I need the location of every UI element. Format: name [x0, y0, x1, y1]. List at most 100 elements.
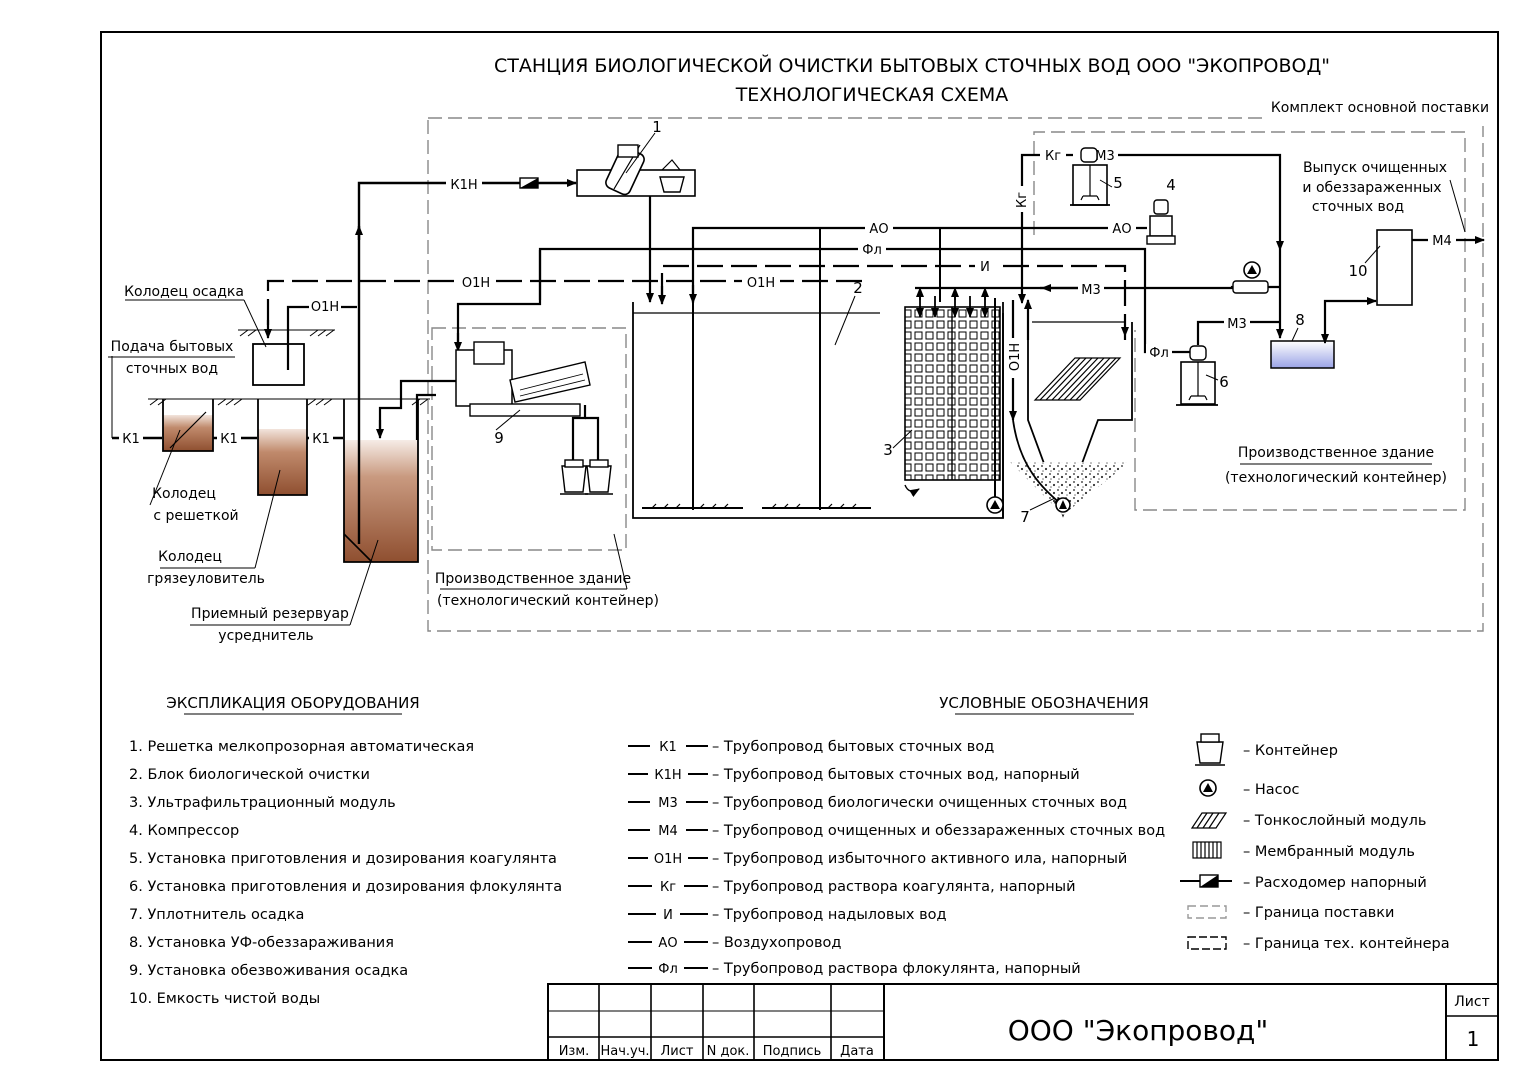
coagulant-leader: [1099, 179, 1113, 188]
legend-pipes: К1 – Трубопровод бытовых сточных вод К1Н…: [628, 737, 1165, 977]
kolodec-reshetka-label-1: Колодец: [152, 486, 216, 502]
kolodec-gryaz-label-1: Колодец: [158, 549, 222, 565]
tank-leader: [1364, 245, 1381, 264]
explication-item: 9. Установка обезвоживания осадка: [129, 963, 408, 979]
o1n-code-1: О1Н: [311, 300, 339, 315]
legend-pipe-text: – Трубопровод надыловых вод: [712, 907, 947, 923]
legend-pipe-row: М4 – Трубопровод очищенных и обеззаражен…: [628, 821, 1165, 839]
m3-pump: [1243, 261, 1261, 279]
priemny-label-1: Приемный резервуар: [191, 606, 349, 622]
o1n-code-2: О1Н: [462, 276, 490, 291]
num-3: 3: [883, 441, 893, 459]
kolodec-gryaz-label-2: грязеуловитель: [147, 571, 265, 587]
receiving-tank: [343, 399, 419, 563]
num-7: 7: [1020, 508, 1030, 526]
grit-trap: [257, 399, 308, 496]
dewatering-leader: [495, 409, 521, 431]
explication-item: 7. Уплотнитель осадка: [129, 907, 304, 923]
legend-pipe-row: Фл – Трубопровод раствора флокулянта, на…: [628, 959, 1081, 977]
explication-item: 4. Компрессор: [129, 823, 239, 839]
i-pipe: [660, 264, 1127, 340]
kolodec-reshetka-leader: [149, 429, 181, 506]
legend-heading: УСЛОВНЫЕ ОБОЗНАЧЕНИЯ: [939, 694, 1149, 712]
legend-pipe-code: АО: [658, 936, 677, 951]
left-container-boundary: [431, 327, 627, 551]
legend-pipe-code: Кг: [660, 880, 676, 895]
drawing-title: СТАНЦИЯ БИОЛОГИЧЕСКОЙ ОЧИСТКИ БЫТОВЫХ СТ…: [494, 54, 1330, 77]
dewatering-unit: [455, 341, 591, 417]
uf-arrows: [916, 287, 989, 318]
uv-unit: [1270, 340, 1335, 369]
m3-to-flocculant: [1196, 320, 1280, 345]
sludge-thickener: [1010, 321, 1133, 518]
flowmeter-icon: [1180, 874, 1232, 888]
podacha-label-1: Подача бытовых: [111, 339, 234, 355]
legend-pipe-text: – Трубопровод раствора флокулянта, напор…: [712, 961, 1081, 977]
uf-drain-arrow: [904, 484, 920, 498]
stamp-col-izm: Изм.: [559, 1044, 590, 1059]
sludge-containers: [560, 459, 613, 495]
explication-item: 6. Установка приготовления и дозирования…: [129, 879, 562, 895]
kolodec-reshetka-label-2: с решеткой: [153, 508, 238, 524]
legend-symbol-text: – Мембранный модуль: [1243, 844, 1415, 860]
legend-pipe-text: – Трубопровод очищенных и обеззараженных…: [712, 823, 1165, 839]
legend-pipe-text: – Воздухопровод: [712, 935, 841, 951]
stamp-company: ООО "Экопровод": [1008, 1014, 1269, 1047]
uf-leader: [892, 429, 913, 449]
container-icon: [1195, 733, 1225, 766]
right-container-boundary: [1033, 131, 1466, 511]
membrane-module-icon: [1192, 841, 1222, 859]
pump-icon: [1199, 779, 1217, 797]
legend-symbol-text: – Граница тех. контейнера: [1243, 936, 1450, 952]
legend-pipe-code: М4: [658, 824, 678, 839]
legend-symbol-text: – Контейнер: [1243, 743, 1338, 759]
fine-screen: [576, 144, 696, 197]
m3-code-3: М3: [1227, 317, 1247, 332]
clean-water-tank: [1376, 229, 1413, 306]
uf-module: [904, 306, 1001, 481]
legend-pipe-row: Кг – Трубопровод раствора коагулянта, на…: [628, 877, 1076, 895]
legend-pipe-code: М3: [658, 796, 678, 811]
bio-leader: [834, 295, 856, 346]
legend-symbol-text: – Расходомер напорный: [1243, 875, 1427, 891]
kolodec-osadka-label: Колодец осадка: [124, 284, 244, 300]
right-building-label-2: (технологический контейнер): [1225, 470, 1447, 486]
legend-pipe-code: О1Н: [654, 852, 682, 867]
i-code: И: [980, 260, 990, 275]
stamp-sheet-label: Лист: [1454, 994, 1489, 1010]
num-8: 8: [1295, 311, 1305, 329]
flowmeter-on-k1n: [519, 177, 539, 189]
legend-pipe-row: О1Н – Трубопровод избыточного активного …: [628, 849, 1127, 867]
k1n-pipe: [357, 179, 577, 544]
explication-item: 5. Установка приготовления и дозирования…: [129, 851, 557, 867]
k1n-code: К1Н: [450, 178, 477, 193]
o1n-code-3: О1Н: [747, 276, 775, 291]
legend-pipe-code: К1: [659, 740, 677, 755]
sediment-well: [252, 343, 305, 386]
flocculant-unit: [1176, 345, 1218, 406]
left-building-label-1: Производственное здание: [435, 571, 631, 587]
legend-pipe-code: Фл: [658, 962, 678, 977]
sludge-return-pipe: [415, 393, 436, 440]
explication-item: 8. Установка УФ-обеззараживания: [129, 935, 394, 951]
num-5: 5: [1113, 174, 1123, 192]
kg-code-2: Кг: [1015, 192, 1030, 208]
k1-code-2: К1: [220, 432, 238, 447]
k1-code-3: К1: [312, 432, 330, 447]
priemny-label-2: усреднитель: [218, 628, 313, 644]
legend-pipe-text: – Трубопровод биологически очищенных сто…: [712, 795, 1127, 811]
legend-pipe-code: К1Н: [654, 768, 681, 783]
coagulant-unit: [1070, 147, 1110, 206]
num-2: 2: [853, 279, 863, 297]
num-4: 4: [1166, 176, 1176, 194]
uv-to-tank: [1323, 297, 1377, 341]
title-block: [547, 983, 1499, 1061]
kolodec-osadka-leader-2: [243, 299, 267, 348]
legend-pipe-row: АО – Воздухопровод: [628, 933, 841, 951]
podacha-label-2: сточных вод: [126, 361, 218, 377]
stamp-col-podpis: Подпись: [763, 1044, 821, 1059]
legend-pipe-text: – Трубопровод бытовых сточных вод, напор…: [712, 767, 1080, 783]
lamella-module: [1033, 357, 1122, 401]
m4-code: М4: [1432, 234, 1452, 249]
explication-item: 1. Решетка мелкопрозорная автоматическая: [129, 739, 474, 755]
